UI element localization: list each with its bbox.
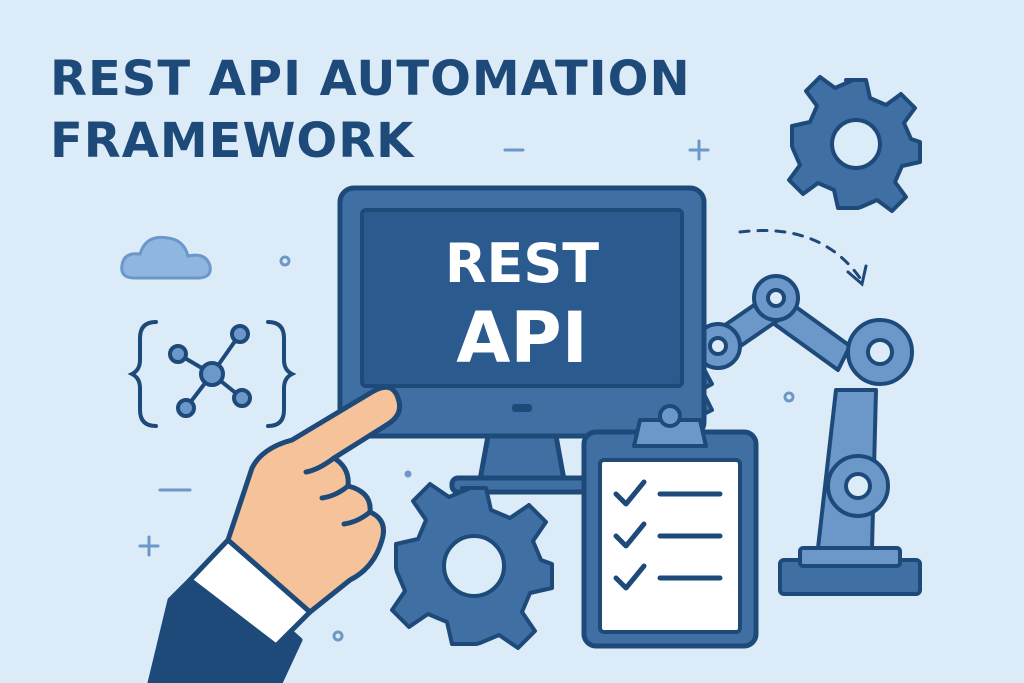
monitor-icon: REST API — [337, 185, 707, 495]
pointing-hand-icon — [147, 384, 403, 683]
gear-icon — [787, 75, 922, 213]
cloud-icon — [120, 235, 212, 280]
title-line-2: FRAMEWORK — [50, 113, 415, 169]
sparkles — [138, 139, 795, 642]
check-icon — [613, 479, 647, 591]
clipboard-icon — [581, 404, 759, 649]
page-title: REST API AUTOMATION FRAMEWORK — [50, 48, 691, 172]
title-line-1: REST API AUTOMATION — [50, 51, 691, 107]
dashed-arrow-icon — [738, 229, 868, 287]
monitor-line-1: REST — [445, 232, 599, 295]
monitor-line-2: API — [456, 297, 588, 379]
network-icon — [127, 320, 297, 428]
gear-icon — [390, 482, 554, 650]
